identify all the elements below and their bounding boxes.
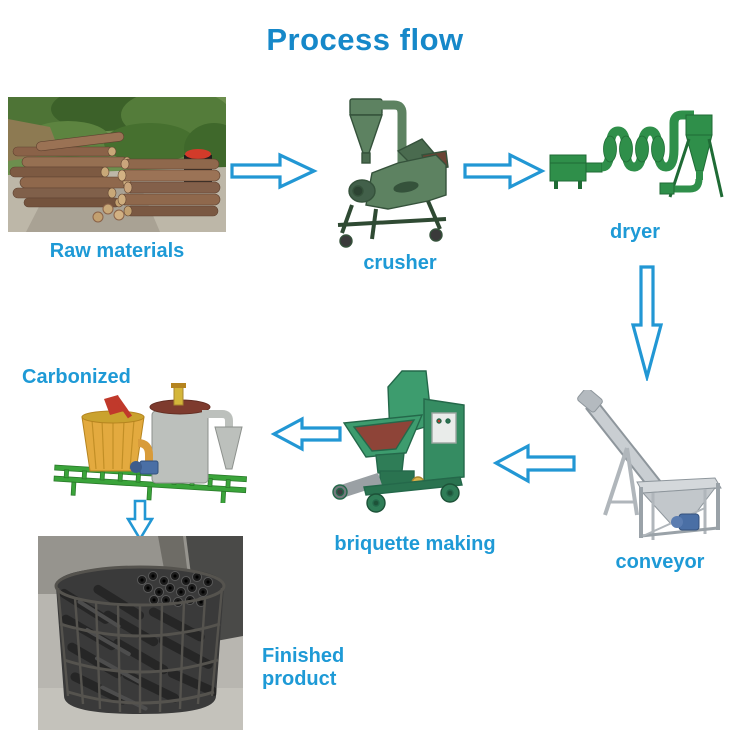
label-briquette-making: briquette making (334, 533, 496, 555)
label-dryer: dryer (609, 221, 661, 243)
briquette-machine-image (328, 365, 480, 517)
dryer-pipe-bulges (603, 135, 665, 163)
right-log-pile (117, 158, 221, 217)
crusher-image (328, 93, 470, 251)
briquette-base (363, 476, 463, 496)
crusher-illustration (337, 98, 449, 248)
flow-arrow-dryer-to-conveyor (628, 263, 666, 381)
conveyor-image (575, 390, 725, 545)
furnace-grey-tank (149, 383, 211, 484)
flow-arrow-raw-to-crusher (228, 150, 318, 192)
conveyor-motor (671, 513, 700, 531)
briquette-machine-illustration (332, 370, 465, 513)
crusher-cyclone (349, 98, 383, 164)
down-arrow-icon (126, 499, 154, 542)
dryer-illustration (549, 110, 724, 198)
log-end-cluster (92, 203, 125, 223)
right-arrow-icon (230, 152, 318, 190)
crusher-wheel (429, 228, 443, 242)
dryer-bottom-outlet (659, 178, 703, 195)
conveyor-tripod (603, 447, 639, 516)
conveyor-hopper (636, 477, 722, 540)
crusher-motor (348, 179, 376, 203)
furnace-cyclone (202, 410, 243, 470)
carbonization-furnace-illustration (53, 383, 247, 503)
briquette-output-tube (332, 472, 383, 500)
furnace-red-bracket (104, 395, 133, 419)
carbonization-furnace-image (52, 383, 250, 503)
right-arrow-icon (463, 152, 546, 190)
wood-logs-photo-illustration (8, 97, 226, 232)
label-crusher: crusher (363, 252, 437, 274)
furnace-pipe-and-motor (130, 439, 159, 475)
briquette-wheels (366, 483, 460, 513)
raw-materials-image (8, 97, 226, 232)
finished-product-image (38, 536, 243, 730)
label-raw-materials: Raw materials (49, 240, 185, 262)
crusher-body-slot (393, 181, 419, 193)
conveyor-tube (577, 390, 665, 495)
label-conveyor: conveyor (615, 551, 705, 573)
down-arrow-icon (630, 265, 664, 381)
briquette-neck (375, 452, 405, 474)
conveyor-illustration (577, 390, 722, 540)
label-finished-product: Finished product (262, 645, 345, 690)
furnace-yellow-tank (81, 410, 145, 472)
left-arrow-icon (492, 443, 576, 484)
crusher-base-frame (337, 200, 447, 240)
wire-cage (54, 565, 226, 713)
briquette-hopper-inner (352, 419, 416, 452)
left-arrow-icon (270, 416, 342, 452)
flow-arrow-crusher-to-dryer (462, 150, 546, 192)
briquette-control-panel (431, 412, 457, 444)
dryer-cyclone (685, 114, 713, 180)
dryer-serpentine-pipe (601, 110, 694, 172)
flow-arrow-briquette-to-carbonized (270, 414, 344, 454)
page-title: Process flow (266, 22, 464, 57)
flow-arrow-conveyor-to-briquette (492, 440, 578, 486)
label-carbonized: Carbonized (22, 366, 131, 388)
charcoal-basket-photo-illustration (38, 536, 243, 730)
crusher-wheel (339, 234, 353, 248)
flow-arrow-carbonized-to-finished (126, 498, 154, 542)
dryer-feed-box (549, 154, 603, 189)
crusher-pipe (378, 100, 407, 167)
dryer-image (548, 103, 724, 215)
